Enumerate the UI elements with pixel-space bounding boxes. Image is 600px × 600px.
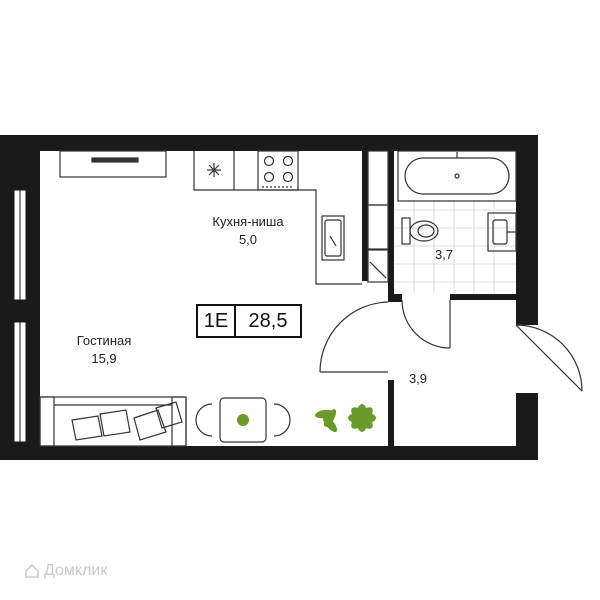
bath-sink-icon	[487, 212, 517, 252]
left-windows	[13, 189, 27, 443]
living-label: Гостиная 15,9	[56, 332, 152, 368]
sofa-icon	[39, 396, 187, 447]
apartment-total-area: 28,5	[248, 309, 288, 332]
watermark: Домклик	[24, 562, 107, 580]
kitchen-counter	[193, 150, 362, 285]
kitchen-label: Кухня-ниша 5,0	[190, 213, 306, 249]
shafts	[367, 150, 389, 283]
home-icon	[25, 563, 39, 578]
plant-icon	[315, 404, 376, 433]
toilet-icon	[401, 217, 439, 245]
kitchen-area: 5,0	[238, 232, 258, 247]
apartment-type: 1E	[198, 306, 236, 336]
living-name: Гостиная	[76, 333, 132, 348]
dining-table-icon	[195, 397, 291, 443]
wall-unit	[59, 150, 167, 178]
bathroom-area: 3,7	[434, 247, 454, 262]
walls	[0, 135, 538, 460]
bathtub-icon	[397, 150, 517, 202]
watermark-text: Домклик	[44, 562, 108, 579]
apartment-badge: 1E 28,5	[196, 304, 302, 338]
hallway-area: 3,9	[408, 371, 428, 386]
bathroom-tiles	[394, 200, 516, 294]
living-area: 15,9	[91, 351, 117, 366]
kitchen-name: Кухня-ниша	[212, 214, 284, 229]
doors	[319, 299, 583, 392]
